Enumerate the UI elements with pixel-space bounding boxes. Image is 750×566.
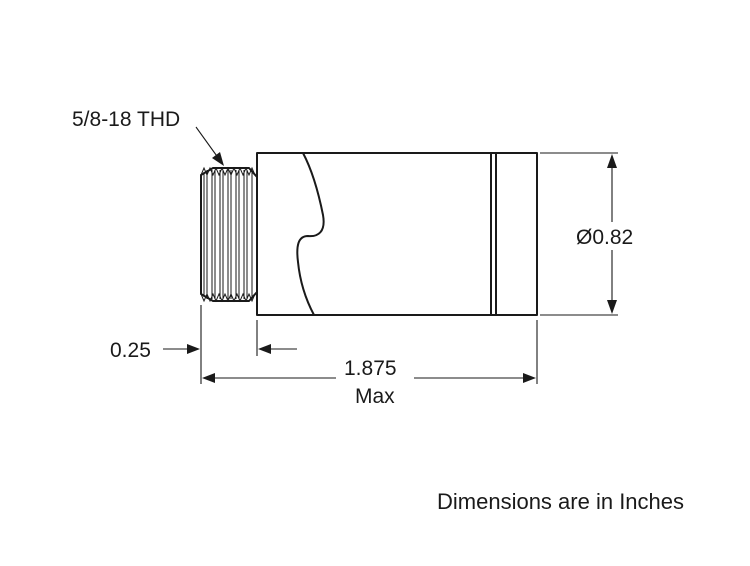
body-contour-curve: [296, 152, 325, 316]
body-outline: [256, 152, 538, 316]
thread-ridges: [200, 166, 256, 303]
thread-length-dimension: 0.25: [110, 305, 297, 384]
diameter-arrow-bottom: [607, 300, 617, 314]
thread-length-arrow-left: [187, 344, 200, 354]
diameter-arrow-top: [607, 154, 617, 168]
diameter-dimension: Ø0.82: [540, 152, 633, 316]
thread-outline: [200, 167, 258, 302]
overall-arrow-right: [523, 373, 536, 383]
units-note: Dimensions are in Inches: [437, 489, 685, 514]
thread-length-label: 0.25: [110, 339, 151, 362]
thread-leader-line: [195, 126, 220, 160]
overall-arrow-left: [202, 373, 215, 383]
body-section: [256, 152, 538, 316]
threaded-section: [200, 166, 258, 303]
overall-length-dimension: 1.875 Max: [202, 320, 538, 408]
thread-length-arrow-right: [258, 344, 271, 354]
diameter-label: Ø0.82: [576, 226, 633, 249]
thread-callout-label: 5/8-18 THD: [72, 108, 180, 131]
thread-leader-arrow: [212, 152, 224, 166]
overall-length-qualifier: Max: [355, 385, 395, 408]
overall-length-label: 1.875: [344, 357, 397, 380]
thread-callout: 5/8-18 THD: [72, 108, 224, 166]
